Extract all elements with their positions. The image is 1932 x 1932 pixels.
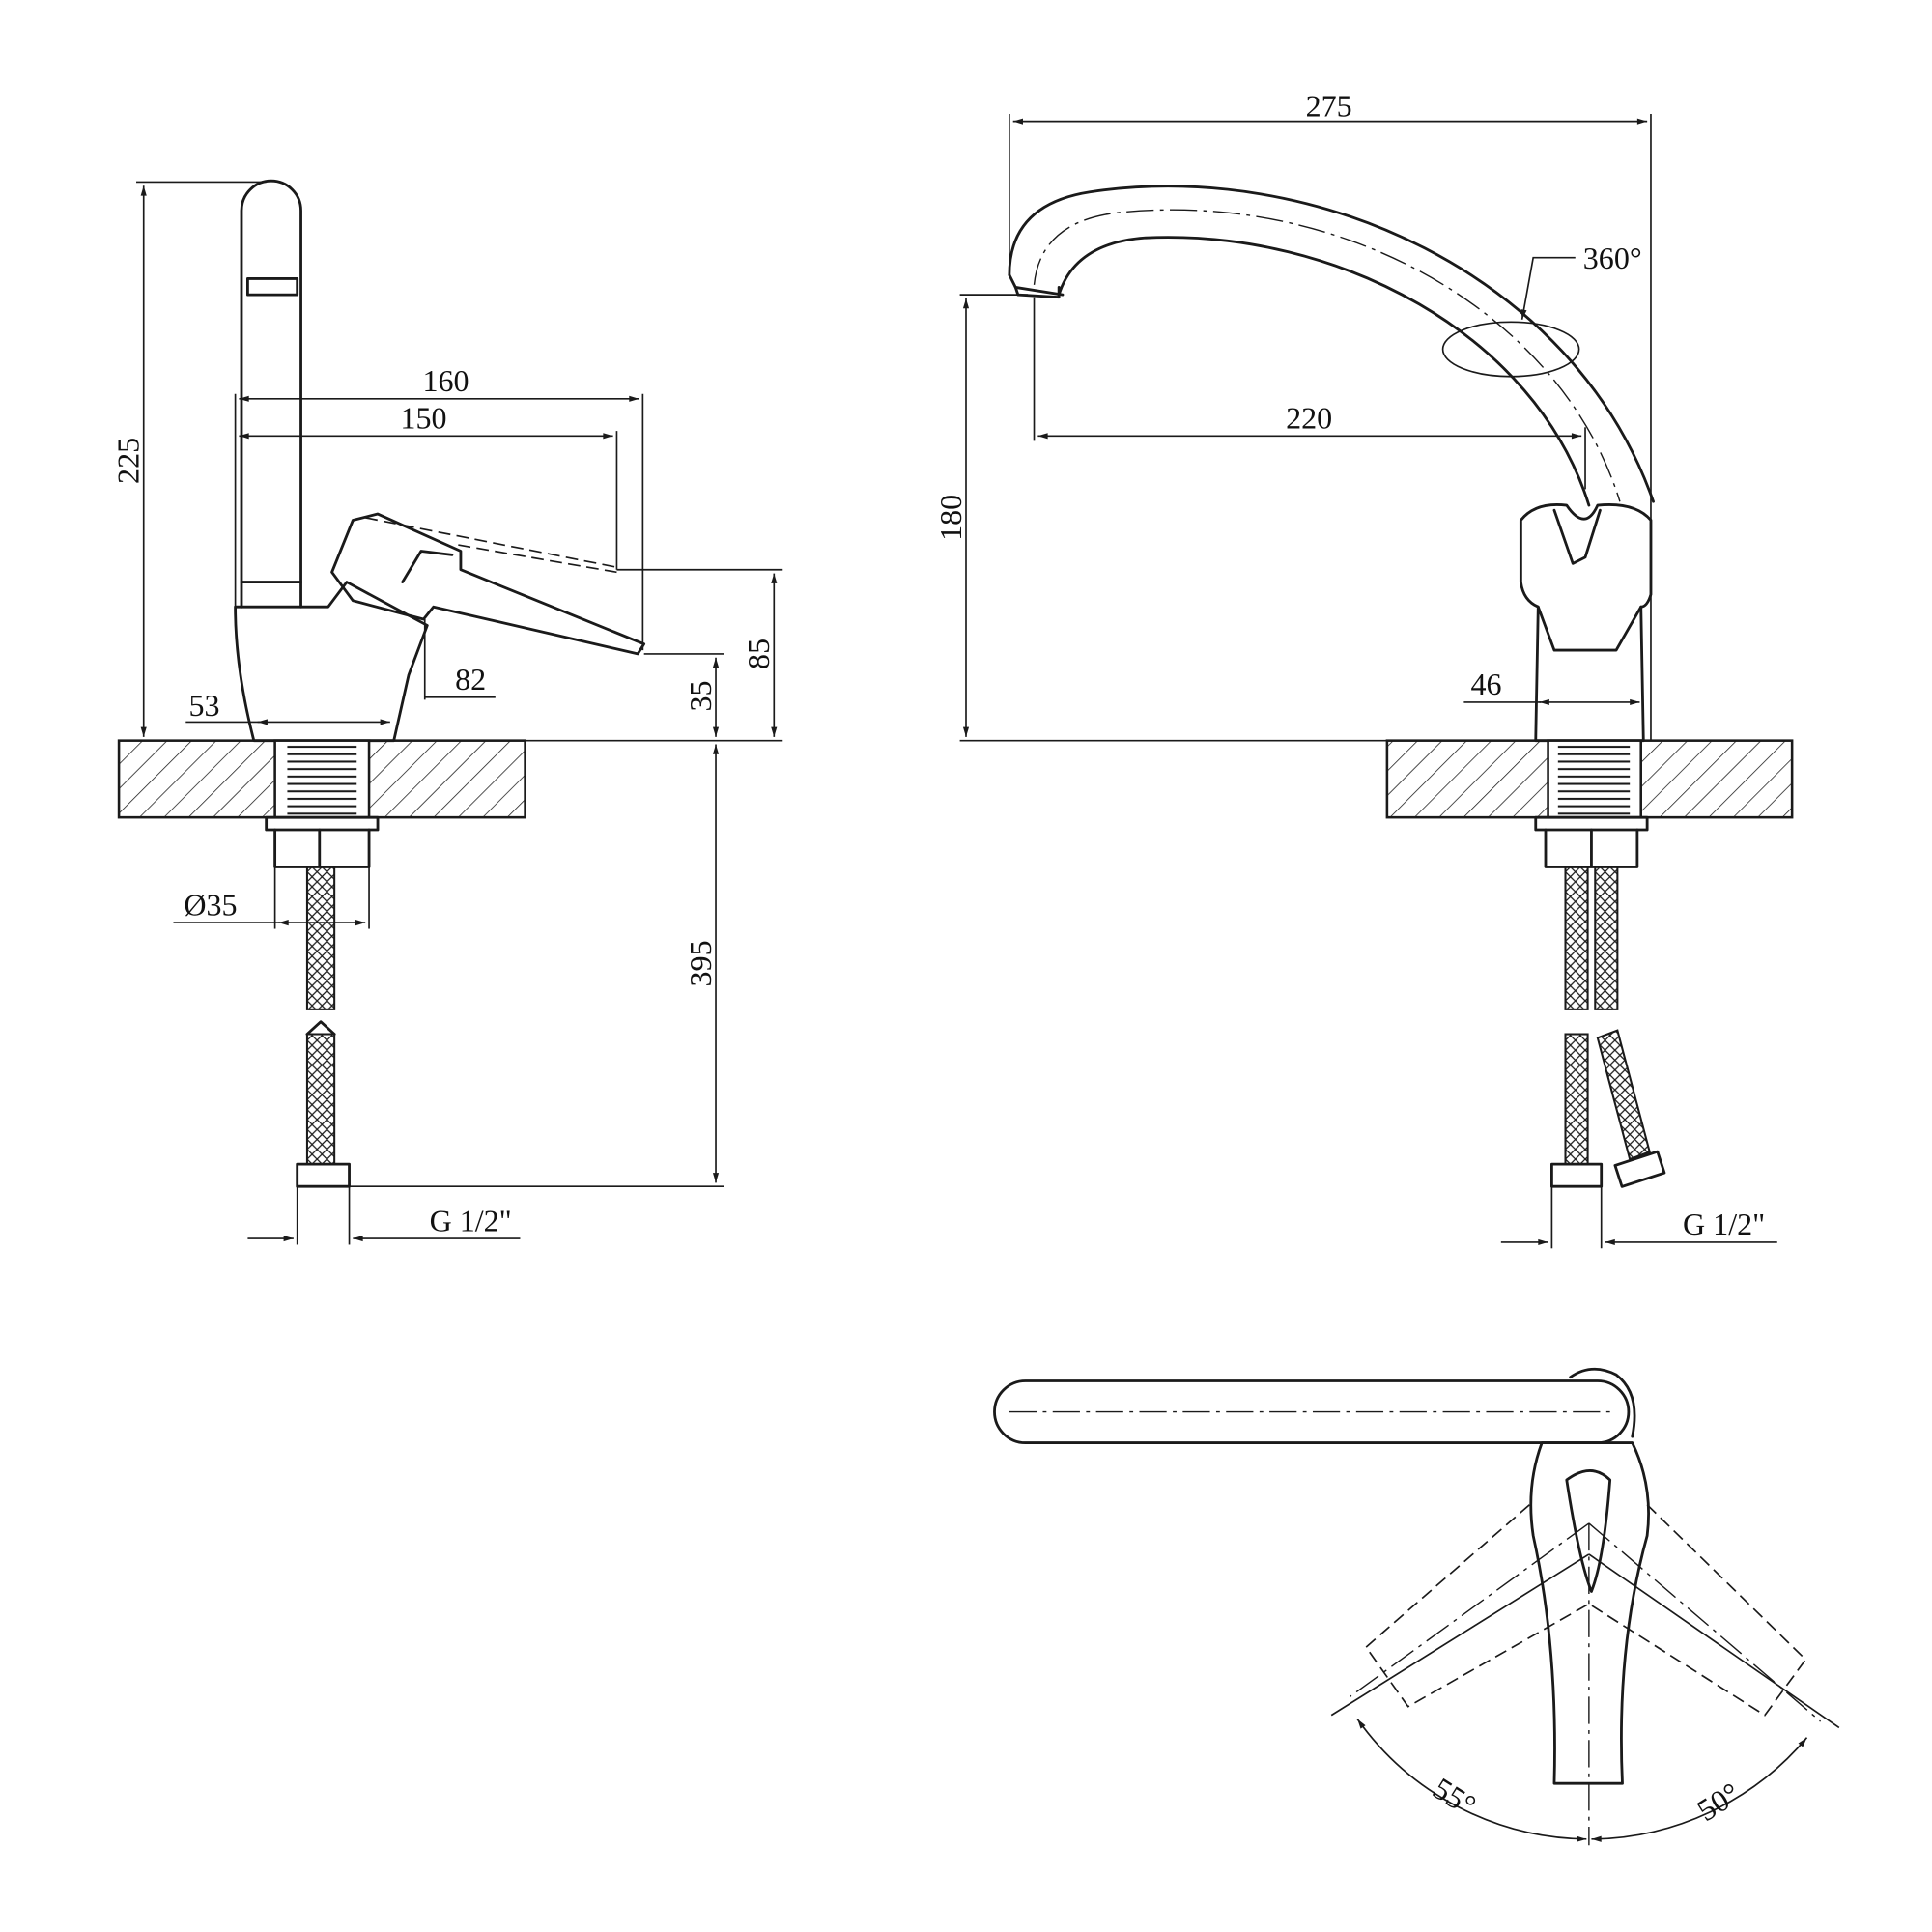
dim-395: 395 xyxy=(683,940,718,986)
front-view: 275 360° 220 180 46 G 1/2" xyxy=(933,89,1794,1249)
side-countertop xyxy=(117,739,526,819)
dim-85: 85 xyxy=(741,639,776,669)
side-spout xyxy=(240,179,302,609)
dim-thread-side: G 1/2" xyxy=(430,1203,512,1237)
dim-225: 225 xyxy=(111,438,146,484)
dim-180: 180 xyxy=(933,495,968,541)
side-fittings xyxy=(265,815,380,1188)
angle-50: 50° xyxy=(1690,1776,1746,1828)
top-angle-dimensions: 55° 50° xyxy=(1330,1553,1840,1842)
dim-thread-front: G 1/2" xyxy=(1683,1207,1765,1241)
top-spout xyxy=(993,1367,1636,1444)
dim-diameter-35: Ø35 xyxy=(184,887,237,922)
side-dimensions: 225 160 150 53 82 35 85 Ø3 xyxy=(111,181,783,1245)
top-view: 55° 50° xyxy=(993,1367,1840,1846)
dim-150: 150 xyxy=(400,401,446,436)
dim-82: 82 xyxy=(455,662,486,696)
dim-275: 275 xyxy=(1306,89,1352,124)
top-lever-positions xyxy=(1350,1504,1822,1846)
dim-35: 35 xyxy=(683,680,718,711)
side-lever xyxy=(330,512,646,656)
front-fittings xyxy=(1534,815,1666,1188)
dim-220: 220 xyxy=(1286,401,1332,436)
front-dimensions: 275 360° 220 180 46 G 1/2" xyxy=(933,89,1777,1249)
front-spout xyxy=(1008,185,1655,507)
dim-46: 46 xyxy=(1470,667,1501,701)
side-body xyxy=(234,581,429,743)
front-body xyxy=(1519,503,1653,743)
dim-160: 160 xyxy=(422,363,469,398)
dim-360-rotation: 360° xyxy=(1583,241,1642,275)
side-view: 225 160 150 53 82 35 85 Ø3 xyxy=(111,179,783,1245)
dim-53: 53 xyxy=(189,688,220,723)
top-body xyxy=(1529,1441,1650,1785)
front-countertop xyxy=(1385,739,1794,819)
